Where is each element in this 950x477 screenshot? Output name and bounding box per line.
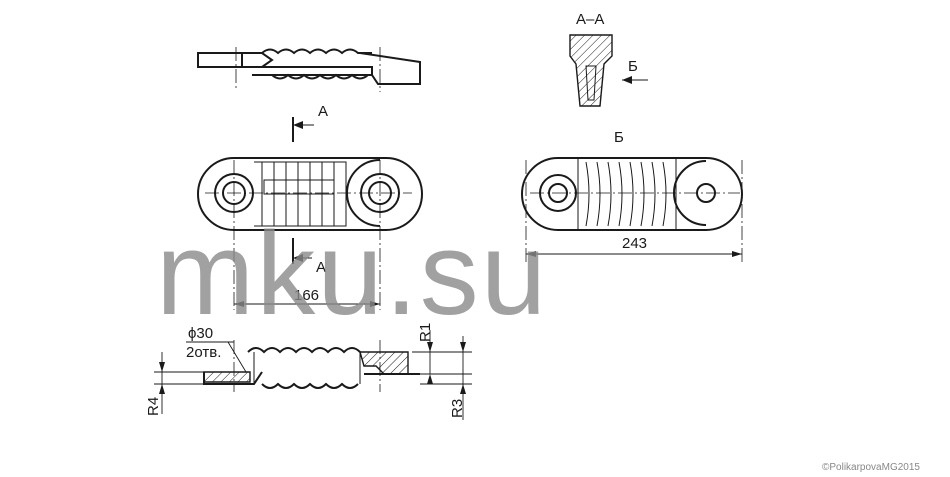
section-title: А–А bbox=[576, 11, 604, 28]
dim-166: 166 bbox=[234, 287, 380, 307]
copyright: ©PolikarpovaMG2015 bbox=[822, 462, 920, 473]
section-marker-top: А bbox=[292, 103, 328, 142]
section-mark-top-label: А bbox=[318, 103, 328, 120]
r1-label: R1 bbox=[417, 323, 434, 342]
diameter-label: ϕ30 bbox=[188, 325, 213, 342]
r3-label: R3 bbox=[449, 399, 466, 418]
r4-label: R4 bbox=[145, 397, 162, 416]
dim-243-label: 243 bbox=[622, 235, 647, 252]
dim-243: 243 bbox=[526, 235, 742, 257]
top-side-view bbox=[197, 47, 421, 92]
section-marker-bottom: А bbox=[292, 238, 326, 276]
view-b-arrow: Б bbox=[622, 58, 648, 84]
section-a-a: А–А bbox=[569, 11, 613, 107]
dim-r4: R4 bbox=[145, 352, 204, 416]
front-view bbox=[197, 157, 423, 310]
watermark: mku.su bbox=[156, 208, 548, 340]
view-b: Б bbox=[521, 129, 743, 262]
holes-label: 2отв. bbox=[186, 344, 221, 361]
section-mark-bottom-label: А bbox=[316, 259, 326, 276]
arrow-b-label: Б bbox=[628, 58, 638, 75]
dim-r1-r3: R1 R3 bbox=[412, 323, 472, 420]
dim-166-label: 166 bbox=[294, 287, 319, 304]
bottom-view bbox=[203, 340, 420, 392]
view-b-title: Б bbox=[614, 129, 624, 146]
diameter-callout: ϕ30 2отв. bbox=[186, 325, 247, 373]
